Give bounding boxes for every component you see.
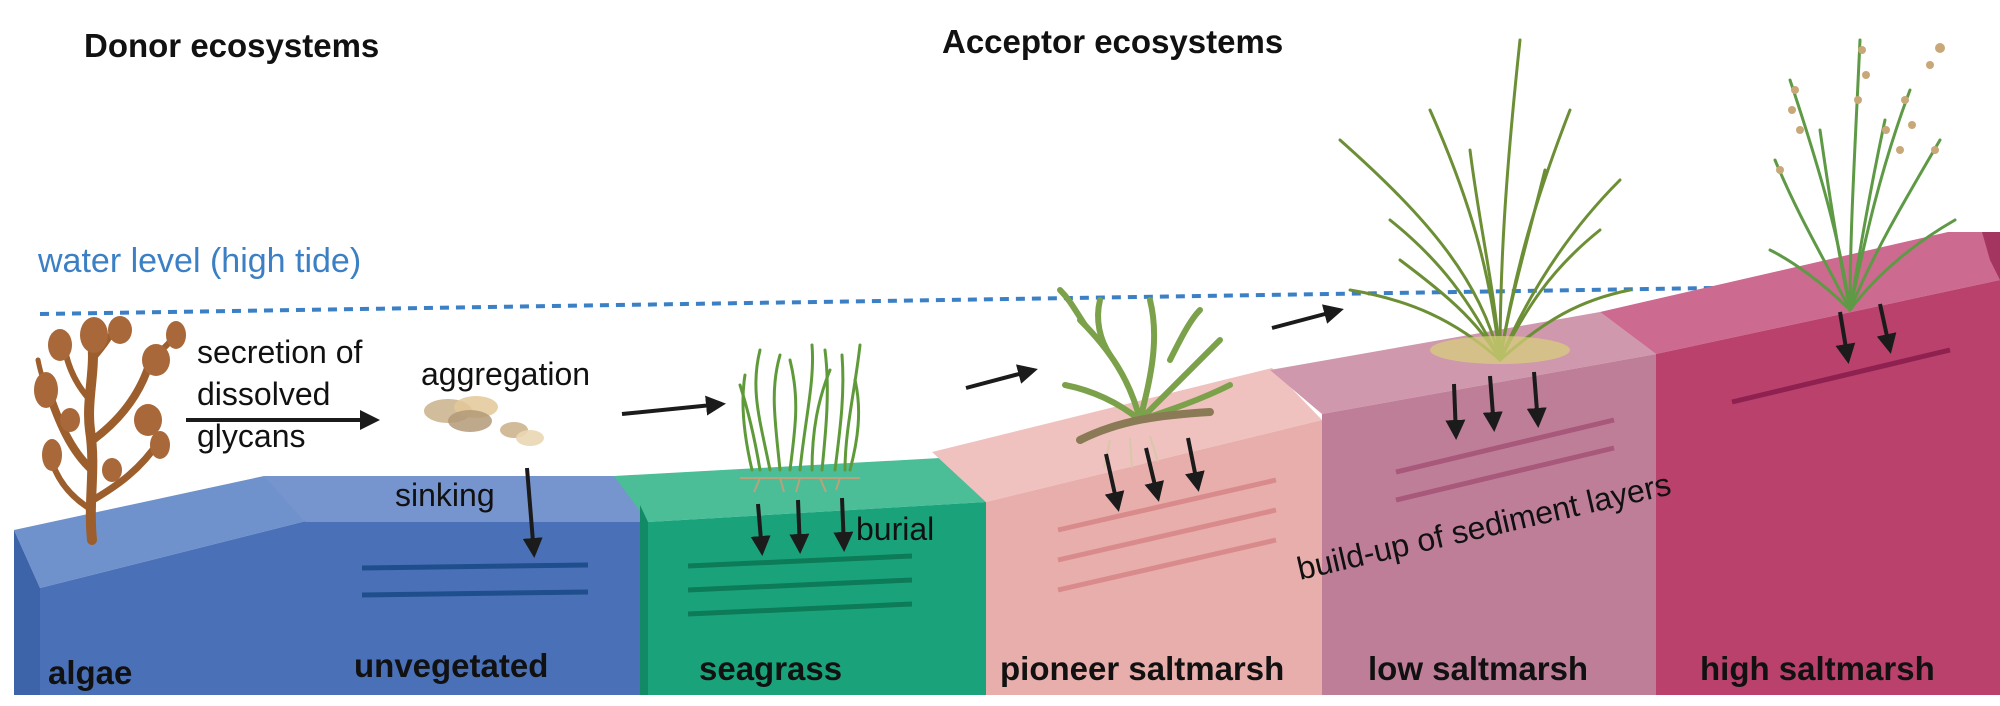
burial-arrows-pioneer [1104, 437, 1205, 512]
aggregate-particles-icon [424, 396, 544, 446]
acceptor-header: Acceptor ecosystems [942, 23, 1283, 60]
sinking-label: sinking [395, 477, 495, 513]
low-saltmarsh-grass-icon [1338, 38, 1632, 362]
sediment-layers-seagrass [687, 553, 913, 617]
zone-block-seagrass [614, 458, 986, 695]
zone-label-seagrass: seagrass [699, 650, 842, 687]
burial-arrows-low [1445, 371, 1547, 440]
secretion-label-line3: glycans [197, 418, 306, 454]
zone-block-algae [14, 476, 310, 695]
burial-arrows-high [1835, 303, 1897, 364]
pioneer-plant-icon [1057, 287, 1233, 423]
zone-block-high-saltmarsh [1600, 232, 2000, 695]
water-level-line [39, 286, 1716, 316]
transport-arrow-1 [621, 395, 726, 416]
high-saltmarsh-seedheads [1776, 43, 1945, 174]
zone-label-low-saltmarsh: low saltmarsh [1368, 650, 1588, 687]
sediment-layers-pioneer [1057, 477, 1277, 593]
transport-arrow-3 [1271, 304, 1344, 330]
algae-fronds [34, 316, 186, 482]
high-saltmarsh-grass-icon [1768, 38, 1957, 312]
zone-label-unvegetated: unvegetated [354, 647, 548, 684]
sediment-layers-high [1731, 347, 1951, 405]
aggregation-label: aggregation [421, 356, 590, 392]
seagrass-plant-icon [738, 343, 862, 472]
burial-arrows-seagrass [750, 497, 854, 556]
donor-header: Donor ecosystems [84, 27, 379, 64]
transport-arrow-2 [965, 364, 1038, 390]
secretion-label-line2: dissolved [197, 376, 330, 412]
zone-block-low-saltmarsh [1270, 312, 1656, 695]
zone-label-pioneer-saltmarsh: pioneer saltmarsh [1000, 650, 1284, 687]
seagrass-roots [740, 477, 860, 493]
zone-label-high-saltmarsh: high saltmarsh [1700, 650, 1935, 687]
zone-block-pioneer-saltmarsh [932, 368, 1322, 695]
burial-label: burial [856, 511, 934, 547]
sediment-layers-low [1395, 417, 1615, 503]
water-level-label: water level (high tide) [37, 242, 361, 280]
zone-label-algae: algae [48, 654, 132, 691]
low-saltmarsh-grass-base [1430, 336, 1570, 364]
secretion-label-line1: secretion of [197, 334, 363, 370]
sediment-layers-unvegetated [361, 562, 589, 598]
sinking-arrow [522, 467, 543, 558]
